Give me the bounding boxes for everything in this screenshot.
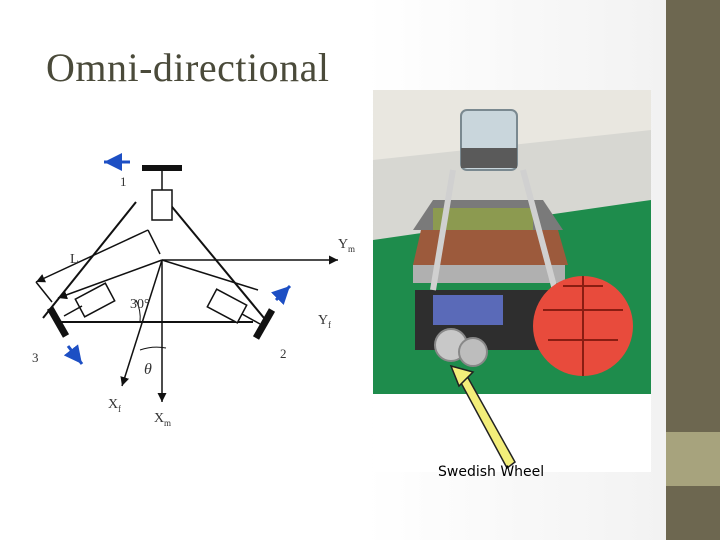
slide-title: Omni-directional bbox=[46, 44, 329, 91]
svg-text:X: X bbox=[108, 397, 118, 412]
yf-label: Y f bbox=[318, 313, 331, 330]
wheel-3-label: 3 bbox=[32, 350, 39, 365]
robot-photo bbox=[373, 90, 651, 472]
photo-caption: Swedish Wheel bbox=[438, 464, 544, 480]
wheel-3 bbox=[50, 283, 115, 336]
svg-text:Y: Y bbox=[318, 313, 328, 328]
wheel-2 bbox=[207, 289, 272, 338]
coordinate-axes bbox=[58, 260, 338, 402]
svg-text:f: f bbox=[118, 404, 121, 414]
theta-label: θ bbox=[144, 361, 152, 378]
svg-text:X: X bbox=[154, 411, 164, 426]
wheel-1-label: 1 bbox=[120, 174, 127, 189]
ym-label: Y m bbox=[338, 237, 355, 254]
svg-text:m: m bbox=[348, 244, 355, 254]
svg-text:f: f bbox=[328, 320, 331, 330]
xm-label: X m bbox=[154, 411, 171, 428]
length-L-label: L bbox=[70, 252, 79, 267]
decorative-sidebar-accent bbox=[666, 432, 720, 486]
svg-text:m: m bbox=[164, 418, 171, 428]
wheel-2-label: 2 bbox=[280, 346, 287, 361]
xf-label: X f bbox=[108, 397, 121, 414]
red-ball bbox=[533, 276, 633, 376]
svg-text:Y: Y bbox=[338, 237, 348, 252]
omni-robot-kinematics-diagram: 1 2 3 L 30° θ Y m Y f X f X m bbox=[28, 150, 368, 440]
angle-30-label: 30° bbox=[130, 297, 150, 312]
